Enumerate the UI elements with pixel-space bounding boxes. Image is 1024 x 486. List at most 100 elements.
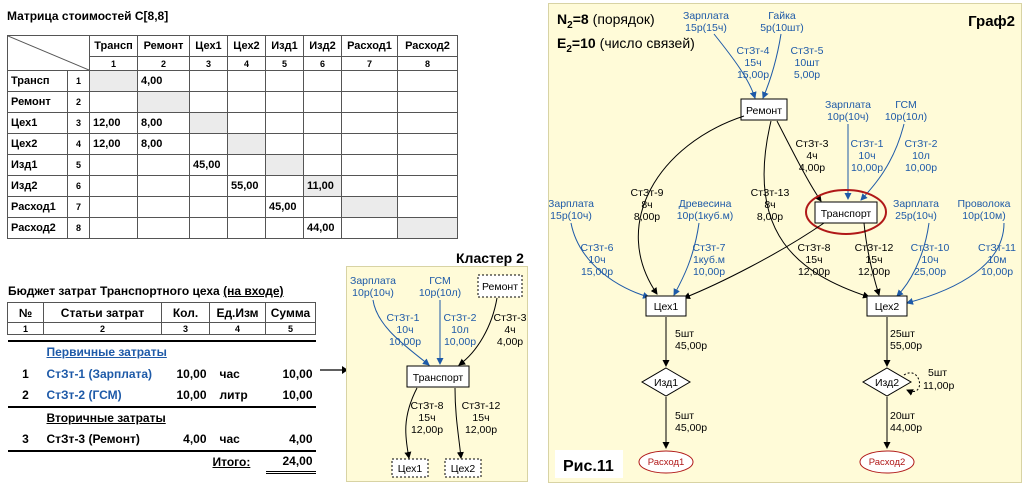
col-index: 1 bbox=[7, 322, 44, 335]
edge-label: 12,00р bbox=[798, 266, 830, 278]
figure-label-box bbox=[555, 450, 623, 478]
node-repair bbox=[740, 98, 788, 121]
edge-label: 8ч bbox=[641, 199, 652, 211]
cluster-title: Кластер 2 bbox=[456, 250, 524, 266]
budget-table: № Статьи затрат Кол. Ед.Изм Сумма 1 2 3 … bbox=[7, 302, 316, 474]
matrix-cell bbox=[137, 154, 190, 176]
matrix-cell bbox=[227, 196, 266, 218]
edge-label: СтЗт-6 bbox=[581, 242, 614, 254]
node-shop2 bbox=[444, 458, 482, 478]
col-index: 5 bbox=[265, 322, 316, 335]
node-repair bbox=[477, 274, 523, 298]
matrix-cell bbox=[303, 112, 342, 134]
col-header: Статьи затрат bbox=[43, 302, 162, 323]
node-transport bbox=[814, 201, 878, 224]
matrix-cell bbox=[189, 175, 228, 197]
matrix-cell bbox=[303, 196, 342, 218]
matrix-cell: 12,00 bbox=[89, 133, 138, 155]
matrix-cell bbox=[137, 175, 190, 197]
edge-label: 10,00р bbox=[905, 162, 937, 174]
edge-label: СтЗт-11 bbox=[978, 242, 1016, 254]
matrix-cell bbox=[227, 70, 266, 92]
total-value: 24,00 bbox=[265, 450, 316, 474]
edge-label: СтЗт-12 bbox=[462, 400, 501, 412]
matrix-column-index: 4 bbox=[227, 56, 266, 71]
edge-wire-shop2 bbox=[906, 222, 1005, 305]
edge-label: СтЗт-8 bbox=[798, 242, 831, 254]
matrix-cell bbox=[397, 175, 458, 197]
edge-label: 4,00р bbox=[799, 162, 825, 174]
budget-title: Бюджет затрат Транспортного цеха (на вхо… bbox=[8, 284, 284, 298]
matrix-cell bbox=[341, 91, 398, 113]
source-label: 10р(10ч) bbox=[827, 111, 869, 123]
matrix-cell bbox=[89, 217, 138, 239]
budget-header-row: № Статьи затрат Кол. Ед.Изм Сумма bbox=[7, 302, 316, 323]
col-header: Сумма bbox=[265, 302, 316, 323]
source-label: 10р(10м) bbox=[962, 210, 1005, 222]
edge-salary-shop2 bbox=[896, 222, 930, 297]
matrix-cell bbox=[303, 154, 342, 176]
source-salary-value: 10р(10ч) bbox=[352, 287, 394, 299]
source-label: 5р(10шт) bbox=[760, 22, 804, 34]
edge-label: СтЗт-5 bbox=[791, 45, 824, 57]
cluster-diagram: Зарплата 10р(10ч) ГСМ 10р(10л) Ремонт Ст… bbox=[350, 274, 527, 478]
matrix-cell bbox=[397, 70, 458, 92]
edge-repair-transport bbox=[458, 297, 498, 366]
budget-total-row: Итого: 24,00 bbox=[8, 450, 316, 474]
source-fuel-value: 10р(10л) bbox=[419, 287, 461, 299]
edge-label: 25шт bbox=[890, 328, 915, 340]
edge-label: 10шт bbox=[795, 57, 820, 69]
graph-edges-stat: E2=10(число связей) bbox=[557, 35, 695, 55]
matrix-row-index: 3 bbox=[67, 112, 90, 134]
col-index: 4 bbox=[209, 322, 266, 335]
cost-qty: 10,00 bbox=[161, 384, 210, 408]
cost-unit: литр bbox=[209, 384, 266, 408]
cost-item-name: СтЗт-3 (Ремонт) bbox=[43, 428, 162, 452]
matrix-cell bbox=[397, 154, 458, 176]
edge-label: 5шт bbox=[928, 367, 947, 379]
matrix-cell bbox=[227, 154, 266, 176]
edge-label: 5шт bbox=[675, 328, 694, 340]
edge-label: СтЗт-2 bbox=[444, 312, 477, 324]
matrix-cell bbox=[397, 133, 458, 155]
edge-transport-shop1 bbox=[683, 222, 825, 300]
source-label: ГСМ bbox=[895, 99, 916, 111]
edge-label: 10ч bbox=[396, 324, 413, 336]
edge-label: 15ч bbox=[744, 57, 761, 69]
edge-label: 11,00р bbox=[923, 380, 954, 392]
matrix-cell bbox=[341, 133, 398, 155]
matrix-cell bbox=[341, 217, 398, 239]
transport-highlight bbox=[805, 189, 887, 235]
edge-label: 15ч bbox=[418, 412, 435, 424]
edge-label: СтЗт-3 bbox=[494, 312, 527, 324]
cluster-panel: Зарплата 10р(10ч) ГСМ 10р(10л) Ремонт Ст… bbox=[346, 266, 528, 482]
matrix-cell bbox=[303, 70, 342, 92]
node-expense2-label: Расход2 bbox=[869, 457, 906, 468]
matrix-cell bbox=[137, 217, 190, 239]
edge-transport-shop1 bbox=[404, 387, 418, 459]
source-label: 10р(1куб.м) bbox=[677, 210, 734, 222]
edge-label: 8ч bbox=[764, 199, 775, 211]
matrix-cell bbox=[137, 196, 190, 218]
matrix-cell bbox=[397, 91, 458, 113]
node-repair-label: Ремонт bbox=[746, 105, 782, 117]
edge-label: 45,00р bbox=[675, 340, 707, 352]
matrix-cell bbox=[265, 175, 304, 197]
matrix-cell bbox=[303, 133, 342, 155]
matrix-column-header: Изд2 bbox=[303, 35, 342, 57]
matrix-column-index: 2 bbox=[137, 56, 190, 71]
edge-wood-shop1 bbox=[673, 222, 700, 296]
matrix-row-index: 5 bbox=[67, 154, 90, 176]
edge-label: СтЗт-9 bbox=[631, 187, 664, 199]
edge-label: СтЗт-13 bbox=[751, 187, 790, 199]
edge-label: 4ч bbox=[806, 150, 817, 162]
edge-label: 10,00р bbox=[851, 162, 883, 174]
edge-label: 5шт bbox=[675, 410, 694, 422]
budget-row: 3 СтЗт-3 (Ремонт) 4,00 час 4,00 bbox=[7, 428, 316, 452]
cost-qty: 10,00 bbox=[176, 366, 207, 381]
matrix-cell bbox=[397, 112, 458, 134]
matrix-cell: 8,00 bbox=[137, 112, 190, 134]
matrix-row-index: 6 bbox=[67, 175, 90, 197]
cost-sum: 10,00 bbox=[282, 366, 313, 381]
